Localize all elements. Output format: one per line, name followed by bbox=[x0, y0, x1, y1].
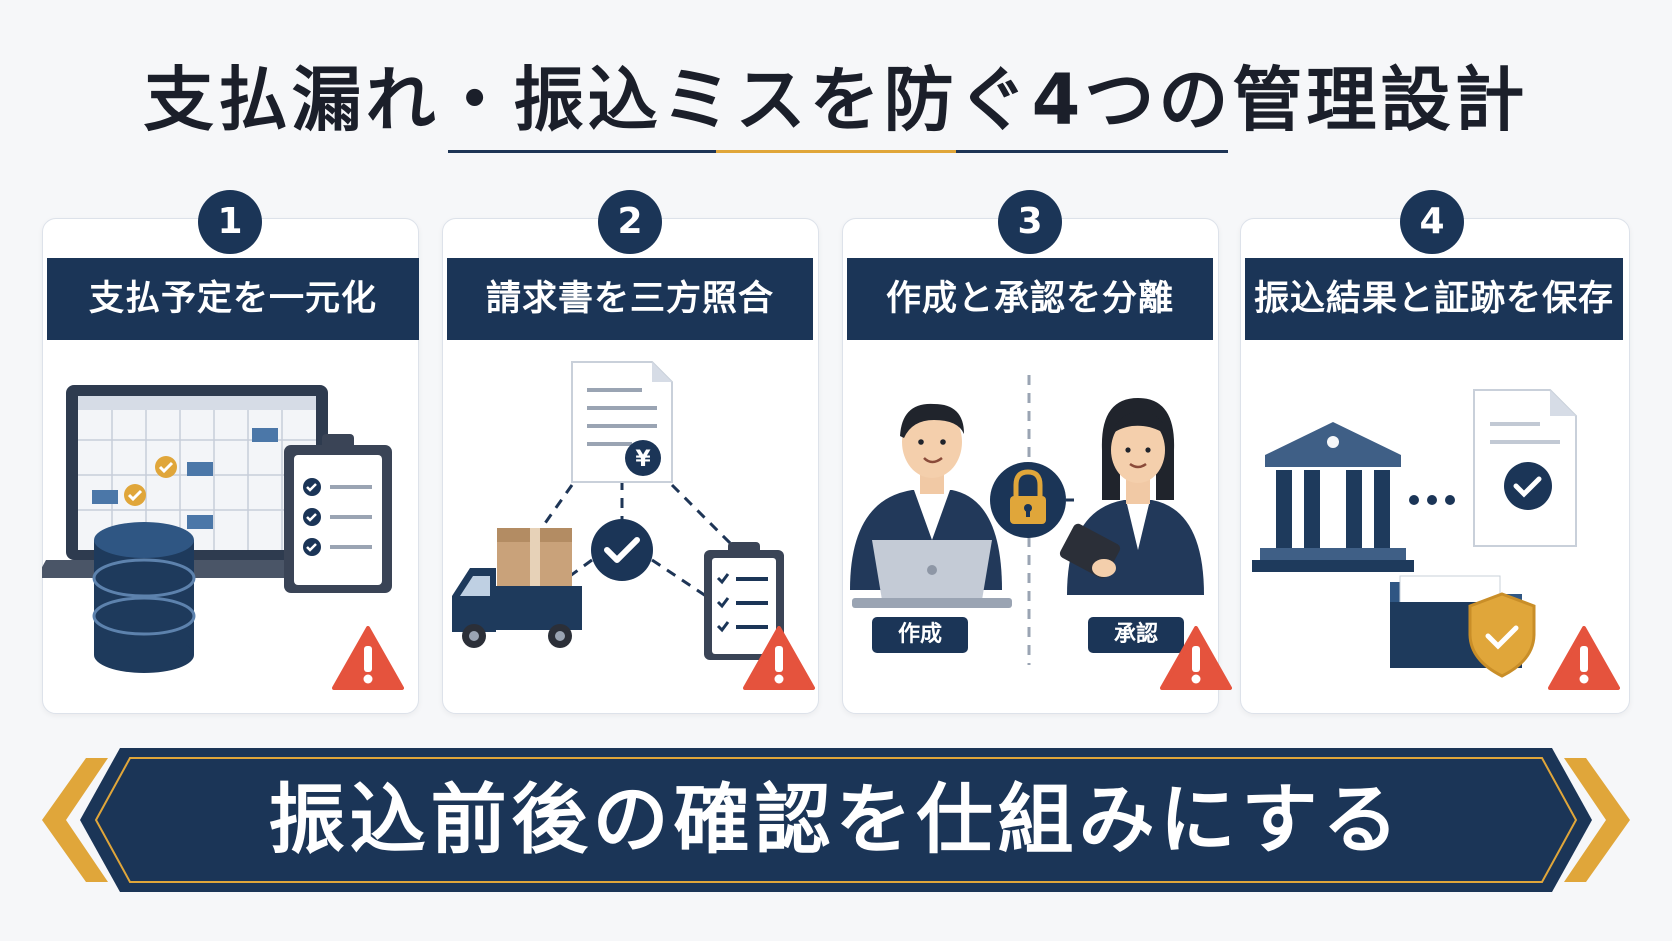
approver-tag: 承認 bbox=[1088, 617, 1184, 653]
title-divider bbox=[448, 150, 1228, 153]
step-label-4: 振込結果と証跡を保存 bbox=[1245, 258, 1623, 340]
invoice-document-icon: ¥ bbox=[571, 361, 673, 483]
step-label-2: 請求書を三方照合 bbox=[447, 258, 813, 340]
clipboard-checklist-icon bbox=[284, 434, 392, 593]
woman-with-tablet-icon bbox=[1059, 398, 1204, 595]
step-number-1: 1 bbox=[198, 190, 262, 254]
bottom-banner bbox=[42, 748, 1630, 892]
shield-check-icon bbox=[1468, 592, 1536, 678]
database-icon bbox=[92, 522, 196, 673]
padlock-icon bbox=[990, 462, 1074, 538]
step-number-3: 3 bbox=[998, 190, 1062, 254]
title-divider-accent bbox=[716, 150, 956, 153]
step-2-illustration: ¥ bbox=[452, 361, 784, 660]
creator-tag: 作成 bbox=[872, 617, 968, 653]
currency-symbol: ¥ bbox=[635, 447, 651, 472]
step-number-2: 2 bbox=[598, 190, 662, 254]
check-circle-icon bbox=[591, 519, 653, 581]
bank-icon bbox=[1252, 422, 1414, 572]
left-chevron-icon bbox=[42, 758, 108, 882]
step-number-4: 4 bbox=[1400, 190, 1464, 254]
step-3-illustration bbox=[850, 375, 1204, 665]
step-label-1: 支払予定を一元化 bbox=[47, 258, 419, 340]
warning-triangle-icon bbox=[332, 626, 404, 690]
warning-triangle-icon bbox=[1160, 626, 1232, 690]
warning-triangle-icon bbox=[743, 626, 815, 690]
clipboard-checklist-icon bbox=[704, 542, 784, 660]
laptop-calendar-icon bbox=[42, 385, 352, 578]
delivery-truck-icon bbox=[452, 528, 582, 648]
document-check-icon bbox=[1473, 389, 1577, 547]
page-title: 支払漏れ・振込ミスを防ぐ4つの管理設計 bbox=[143, 59, 1529, 141]
warning-triangle-icon bbox=[1548, 626, 1620, 690]
step-1-illustration bbox=[42, 385, 392, 673]
step-4-illustration bbox=[1252, 389, 1577, 678]
man-with-laptop-icon bbox=[850, 403, 1012, 608]
step-label-3: 作成と承認を分離 bbox=[847, 258, 1213, 340]
right-chevron-icon bbox=[1564, 758, 1630, 882]
bottom-message: 振込前後の確認を仕組みにする bbox=[268, 775, 1404, 864]
